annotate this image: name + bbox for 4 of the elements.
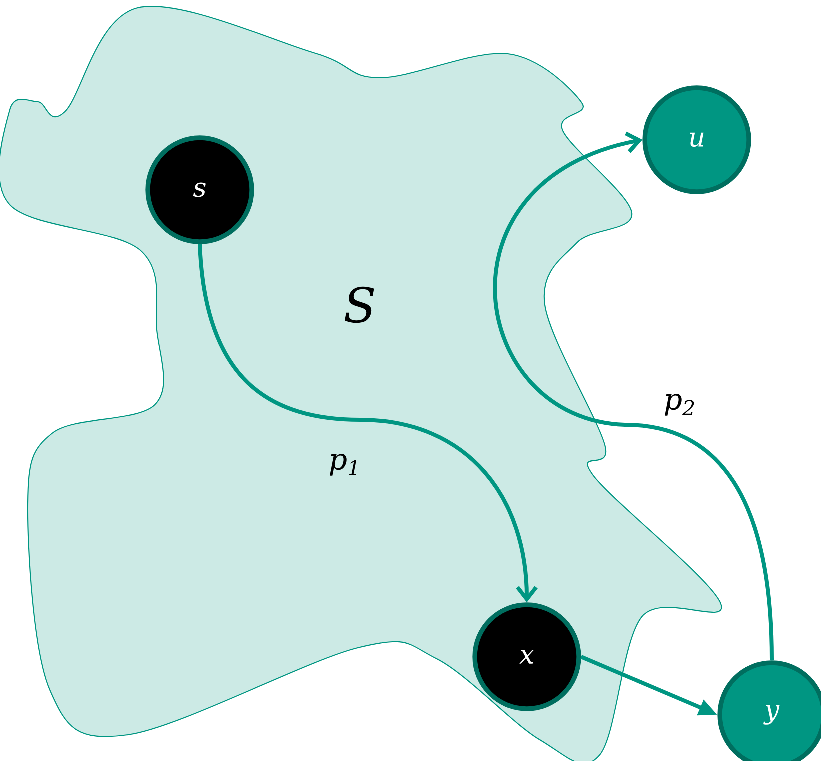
edge-label: p$_{1}$ <box>330 454 357 476</box>
arrow <box>494 132 774 661</box>
arrow <box>198 244 538 603</box>
edge-label: p$_{2}$ <box>665 394 694 416</box>
